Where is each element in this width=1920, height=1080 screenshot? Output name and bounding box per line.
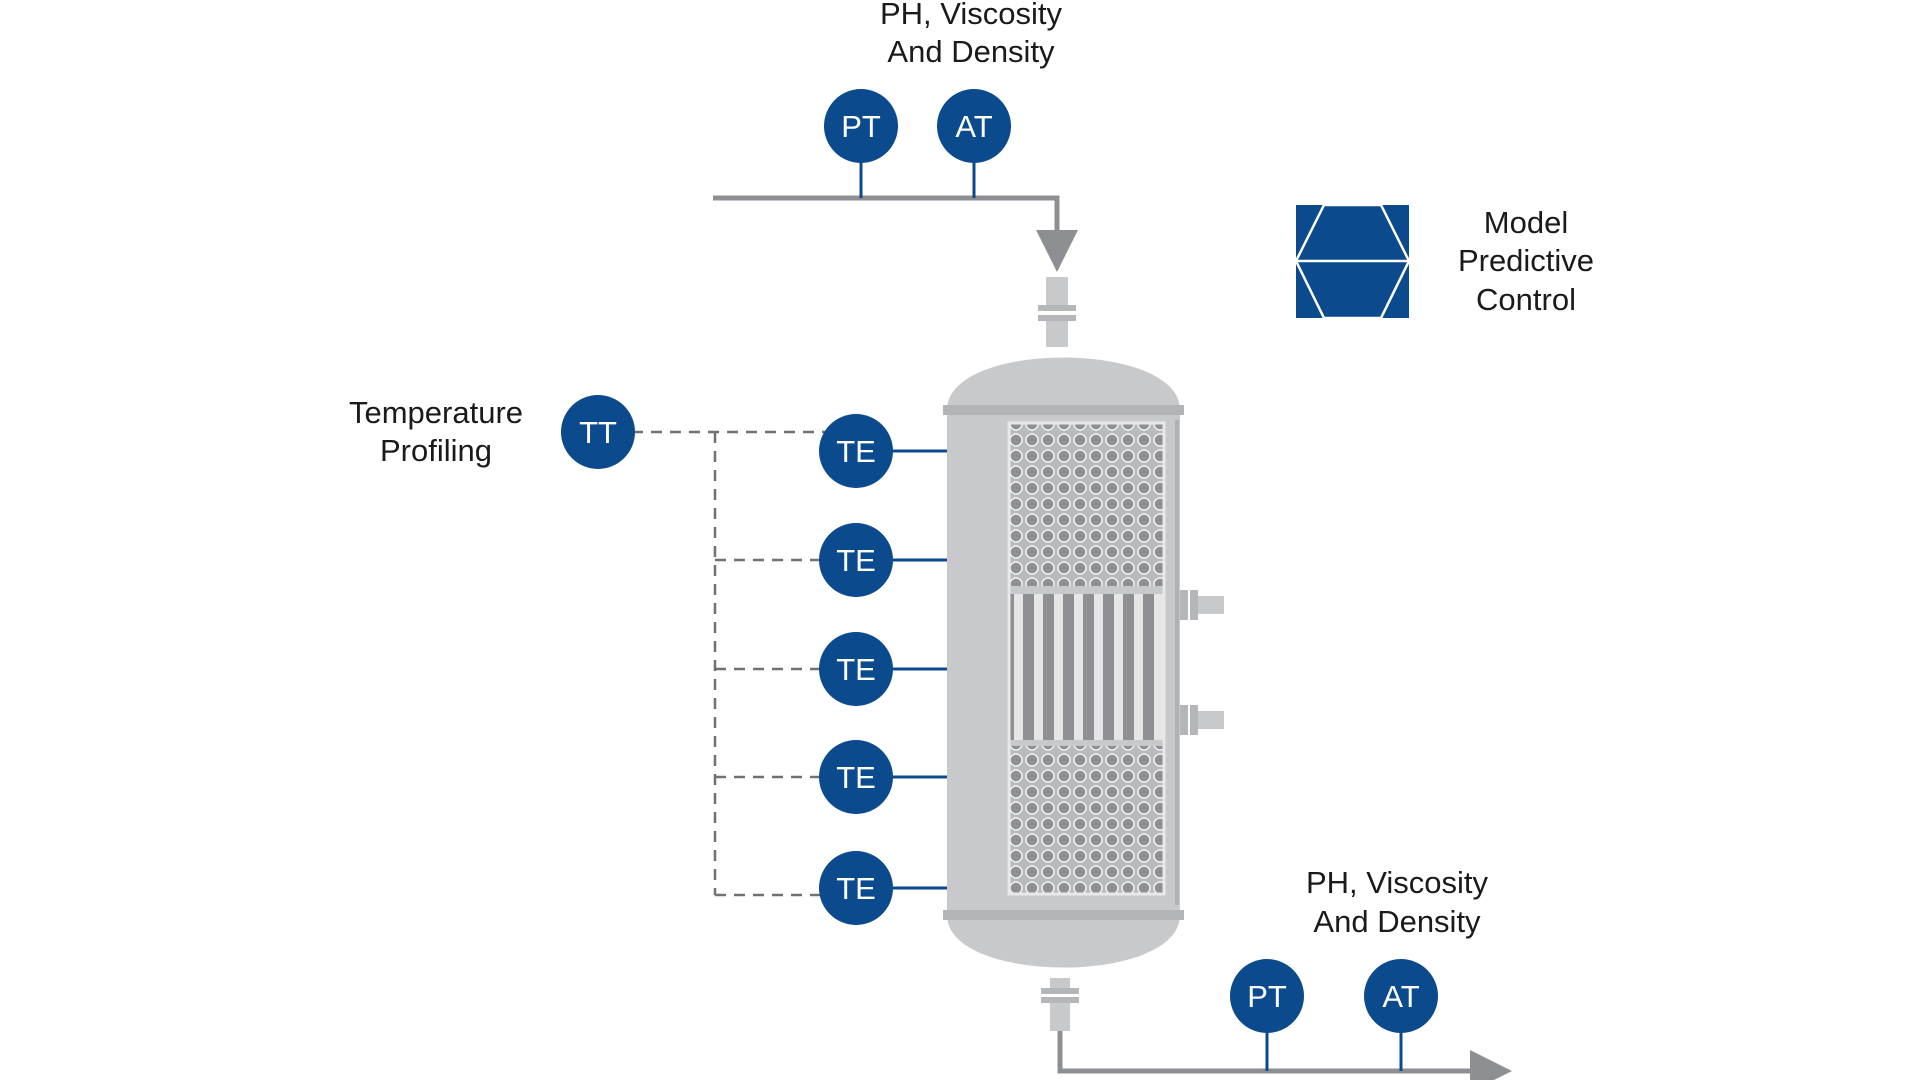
outlet-pt-tag: PT xyxy=(1247,979,1287,1014)
tt-tag: TT xyxy=(579,415,617,450)
lower-packed-bed xyxy=(1009,746,1164,894)
te-instrument-5: TE xyxy=(819,851,947,925)
outlet-at-instrument: AT xyxy=(1364,959,1438,1033)
upper-side-nozzle xyxy=(1180,590,1224,620)
inlet-flow-arrow-icon xyxy=(1036,230,1078,272)
outlet-pipe xyxy=(1057,1031,1480,1074)
inlet-nozzle xyxy=(1038,277,1076,347)
temperature-label-line1: Temperature xyxy=(349,395,523,430)
outlet-flow-arrow-icon xyxy=(1470,1050,1512,1080)
inlet-at-instrument: AT xyxy=(937,89,1011,163)
mpc-label-line3: Control xyxy=(1476,282,1576,317)
tube-bundle xyxy=(1009,594,1164,740)
mpc-label-line2: Predictive xyxy=(1458,243,1594,278)
upper-packed-bed xyxy=(1009,423,1164,586)
inlet-label-line2: And Density xyxy=(887,34,1055,69)
outlet-at-tag: AT xyxy=(1382,979,1419,1014)
tt-instrument: TT xyxy=(561,395,635,469)
inlet-label-line1: PH, Viscosity xyxy=(880,0,1063,31)
inlet-pt-instrument: PT xyxy=(824,89,898,163)
te-instrument-1: TE xyxy=(819,414,947,488)
te-tag-2: TE xyxy=(836,543,876,578)
outlet-label-line2: And Density xyxy=(1313,904,1481,939)
inlet-pipe xyxy=(713,195,1060,238)
mpc-label-line1: Model xyxy=(1484,205,1568,240)
te-instrument-2: TE xyxy=(819,523,947,597)
te-tag-1: TE xyxy=(836,434,876,469)
temperature-label-line2: Profiling xyxy=(380,433,492,468)
te-tag-4: TE xyxy=(836,760,876,795)
inlet-pt-tag: PT xyxy=(841,109,881,144)
reactor-vessel xyxy=(943,357,1184,968)
inlet-at-tag: AT xyxy=(955,109,992,144)
temperature-signal-lines xyxy=(632,430,828,897)
te-instrument-3: TE xyxy=(819,632,947,706)
te-tag-3: TE xyxy=(836,652,876,687)
te-tag-5: TE xyxy=(836,871,876,906)
lower-side-nozzle xyxy=(1180,705,1224,735)
outlet-nozzle xyxy=(1041,978,1079,1031)
model-predictive-control-icon xyxy=(1294,203,1411,320)
outlet-label-line1: PH, Viscosity xyxy=(1306,865,1489,900)
te-instrument-4: TE xyxy=(819,740,947,814)
outlet-pt-instrument: PT xyxy=(1230,959,1304,1033)
